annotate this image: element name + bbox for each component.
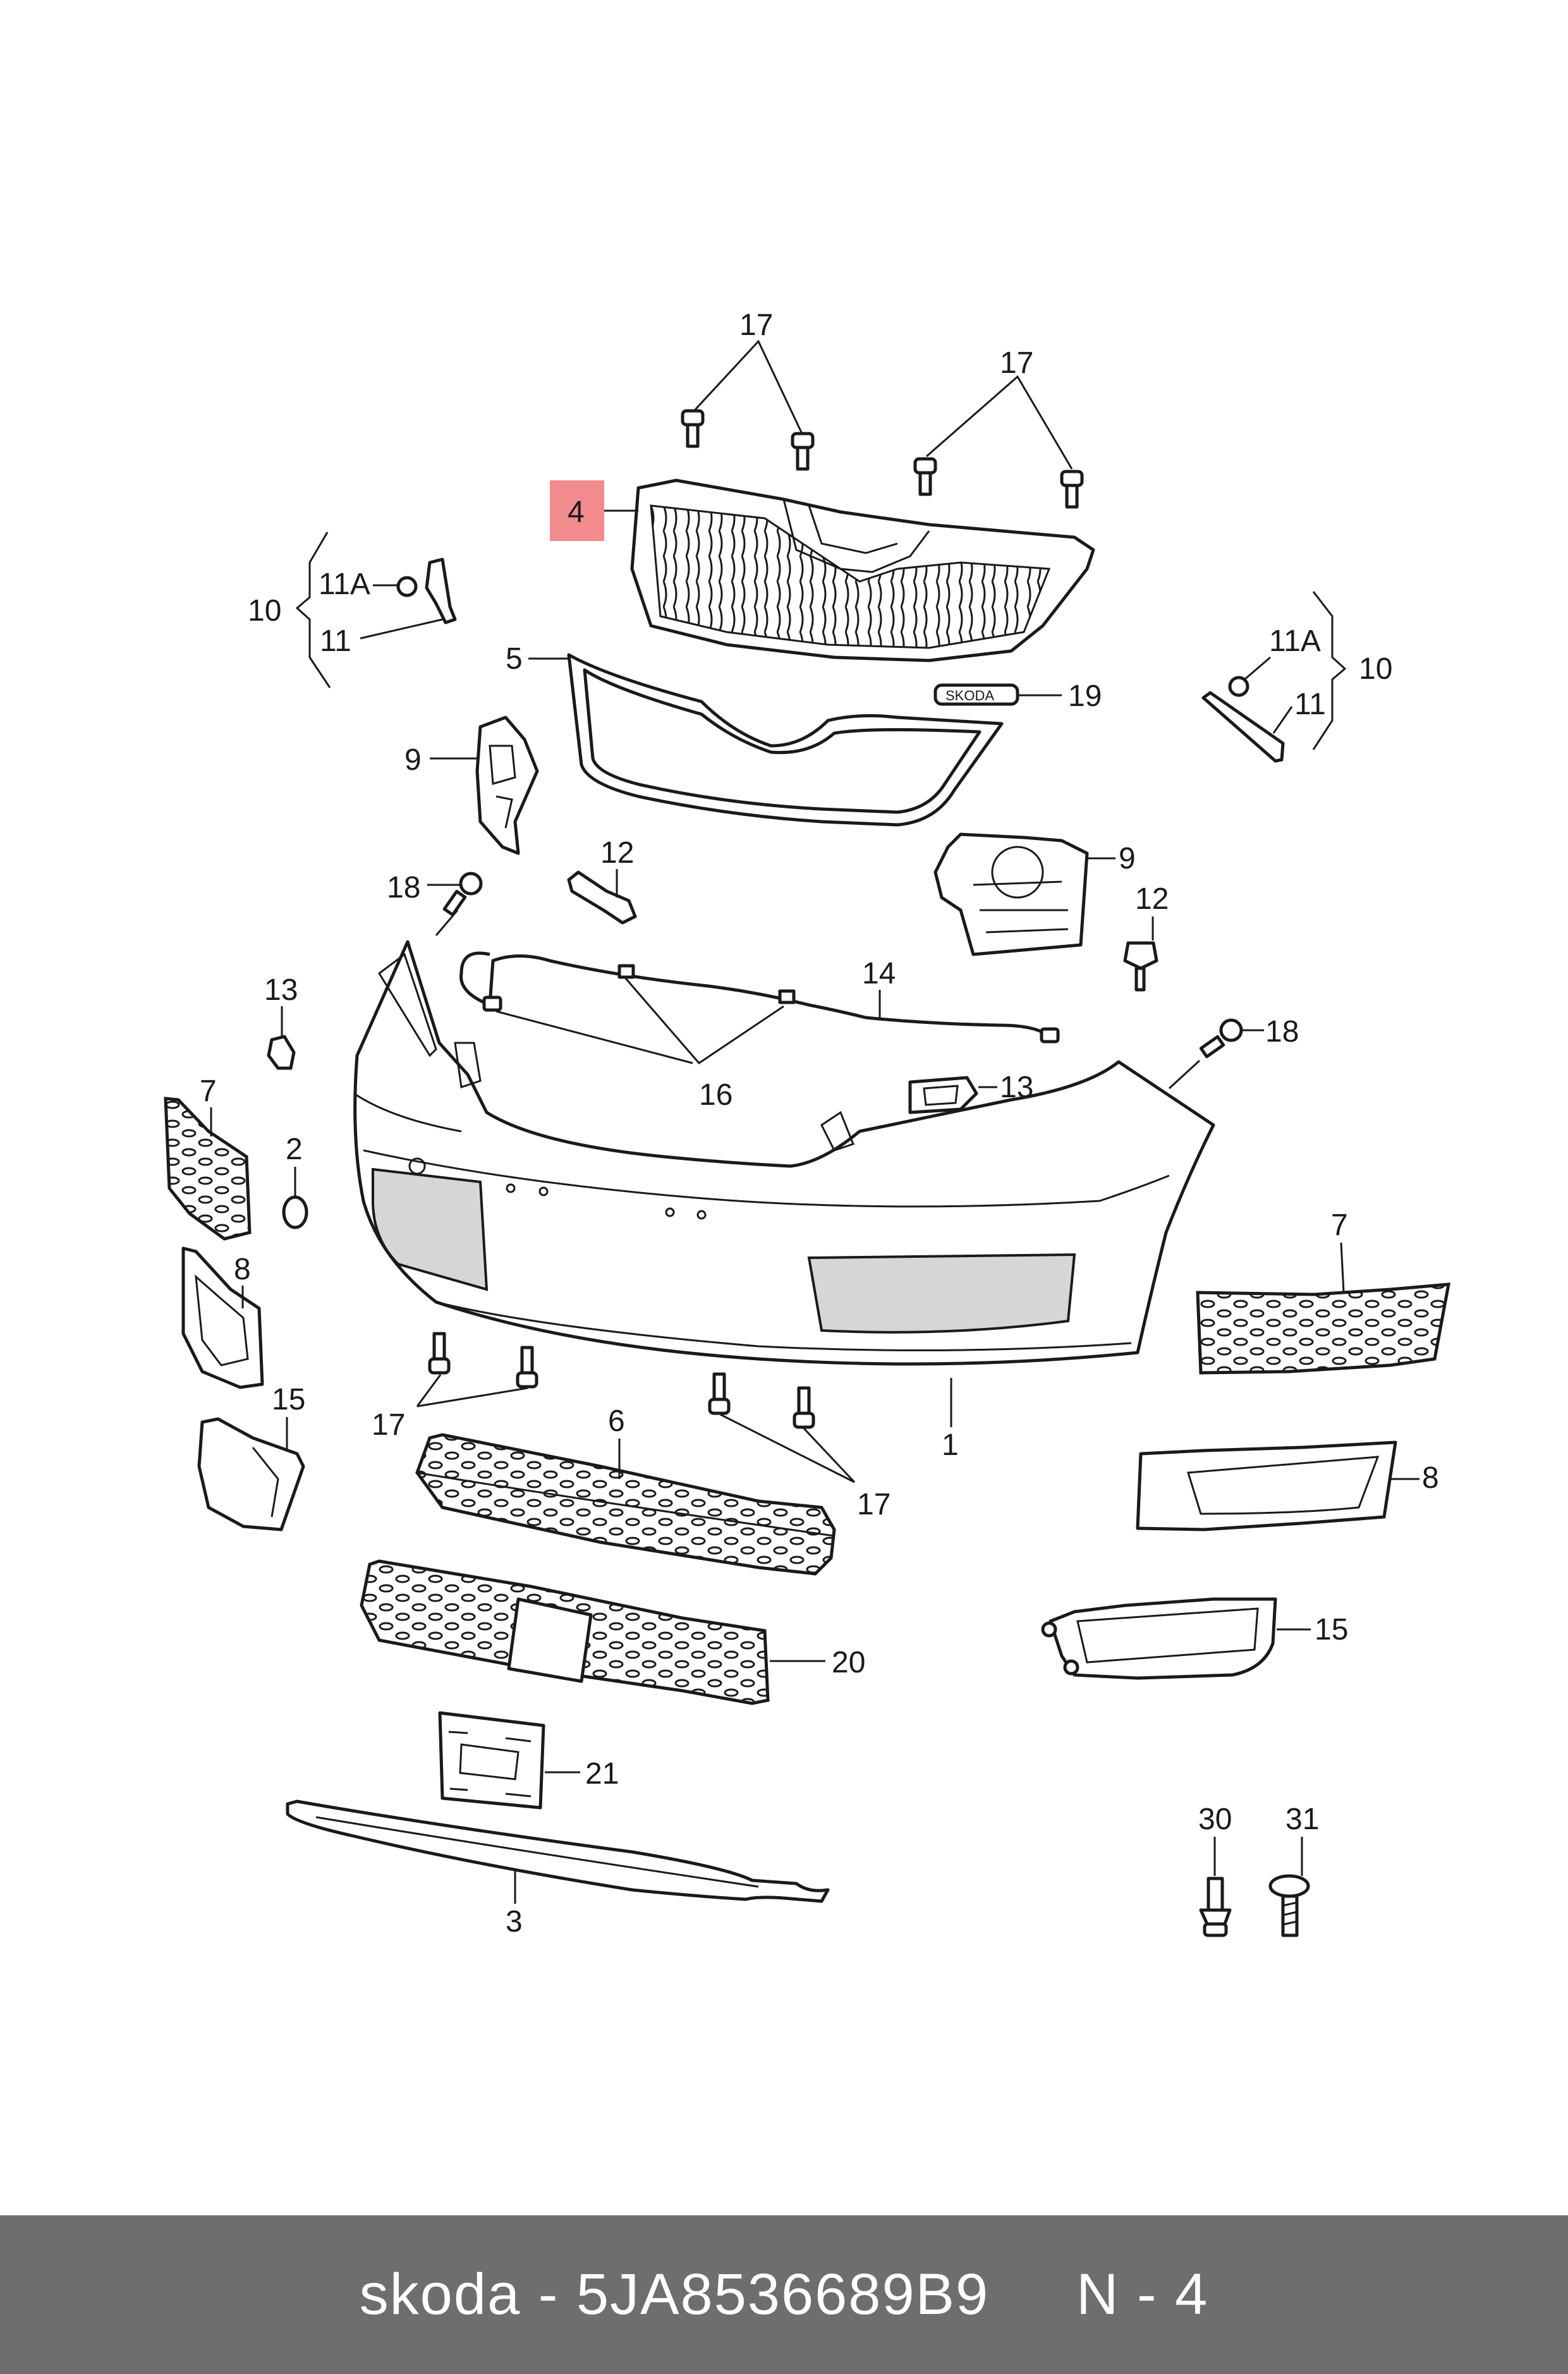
label-21: 21 (585, 1757, 619, 1791)
grille-frame-part-5 (567, 653, 1004, 827)
footer-part-number: skoda - 5JA8536689B9 N - 4 (359, 2262, 1209, 2327)
guide-strip-part-11-right (1201, 676, 1285, 763)
label-10-left: 10 (248, 594, 281, 628)
label-18-right: 18 (1265, 1015, 1299, 1049)
label-7-left: 7 (200, 1074, 217, 1108)
fog-trim-part-8-right (1136, 1440, 1397, 1531)
label-18-left: 18 (387, 871, 420, 904)
side-grille-part-7-right (1196, 1282, 1451, 1375)
label-11A-left: 11A (319, 568, 370, 601)
label-7-right: 7 (1331, 1208, 1348, 1242)
screw-part-18-left (442, 872, 483, 916)
bumper-cover-part-1 (353, 940, 1215, 1366)
label-4: 4 (568, 496, 585, 529)
bolt-17-a (681, 409, 705, 448)
label-3: 3 (506, 1905, 523, 1939)
label-17-top-left: 17 (739, 308, 773, 342)
clip-part-12-right (1123, 941, 1158, 992)
label-13-right: 13 (1000, 1071, 1033, 1104)
radiator-grille-part-4 (630, 478, 1095, 662)
footer-bar: skoda - 5JA8536689B9 N - 4 (0, 2215, 1568, 2374)
fog-trim-part-8-left (181, 1246, 264, 1389)
screw-part-30 (1199, 1877, 1232, 1937)
label-2: 2 (286, 1133, 303, 1166)
label-12-right: 12 (1135, 882, 1169, 916)
plug-part-2 (282, 1195, 308, 1229)
bolt-17-b (791, 432, 815, 471)
label-13-left: 13 (264, 973, 298, 1007)
label-14: 14 (862, 957, 896, 990)
bracket-part-9-left (475, 715, 539, 855)
leader-11-right (1272, 706, 1293, 734)
label-30: 30 (1198, 1803, 1232, 1836)
brace-10-left (295, 532, 331, 688)
bolt-17-lower-c (708, 1372, 731, 1415)
label-15-left: 15 (272, 1383, 305, 1416)
spoiler-strip-part-3 (286, 1799, 830, 1903)
leader-17-top-left (694, 339, 803, 433)
clip-part-12-left (567, 870, 637, 925)
badge-part-19: SKODA (933, 683, 1019, 706)
label-19: 19 (1068, 679, 1102, 713)
label-10-right: 10 (1359, 652, 1392, 686)
leader-17-lower-right (720, 1413, 856, 1483)
label-12-left: 12 (600, 836, 634, 870)
label-15-right: 15 (1315, 1613, 1348, 1647)
brace-10-right (1312, 591, 1347, 750)
label-17-lower-left: 17 (372, 1408, 405, 1442)
leader-18-right-to-bumper (1168, 1059, 1201, 1090)
guide-bracket-part-11-left (396, 557, 457, 624)
bracket-part-9-right (933, 832, 1089, 956)
label-11-right: 11 (1294, 688, 1326, 721)
leader-18-left-to-bumper (435, 910, 459, 936)
label-5: 5 (506, 642, 523, 676)
highlight-box (550, 480, 604, 541)
leader-7-right (1340, 1242, 1345, 1293)
label-6: 6 (608, 1404, 625, 1438)
cap-part-13-right (908, 1076, 978, 1114)
lower-grille-part-20 (360, 1559, 770, 1705)
label-8-left: 8 (234, 1253, 251, 1286)
bolt-17-lower-b (516, 1346, 538, 1389)
label-11A-right: 11A (1269, 624, 1321, 658)
label-1: 1 (942, 1428, 959, 1462)
parts-diagram: 17 17 4 5 SKODA 19 10 11A 11 11A 11 10 9 (164, 308, 1451, 1939)
label-31: 31 (1285, 1803, 1319, 1836)
label-11-left: 11 (320, 624, 351, 658)
side-grille-part-7-left (164, 1097, 252, 1241)
fog-light-part-15-left (197, 1417, 305, 1531)
bolt-17-d (1060, 470, 1084, 509)
bolt-17-c (913, 457, 937, 496)
leader-11A-right (1243, 656, 1271, 681)
center-grille-part-6 (415, 1433, 836, 1576)
label-20: 20 (832, 1646, 865, 1679)
leader-11-left (360, 618, 443, 640)
label-8-right: 8 (1422, 1461, 1439, 1495)
label-17-top-right: 17 (1000, 346, 1033, 380)
screw-part-18-right (1199, 1018, 1243, 1059)
label-17-lower-right: 17 (857, 1488, 890, 1521)
wiring-harness-part-14 (459, 951, 1060, 1044)
bolt-17-lower-d (793, 1386, 815, 1429)
leader-17-top-right (926, 375, 1073, 470)
label-16: 16 (699, 1078, 732, 1112)
screw-part-31 (1268, 1874, 1310, 1937)
label-9-right: 9 (1119, 842, 1136, 875)
label-9-left: 9 (404, 743, 422, 777)
fog-light-part-15-right (1041, 1597, 1277, 1680)
plate-bracket-part-21 (438, 1711, 545, 1810)
leader-16 (495, 978, 784, 1064)
cap-part-13-left (267, 1035, 296, 1070)
bolt-17-lower-a (428, 1332, 451, 1375)
badge-text: SKODA (945, 688, 994, 703)
leader-17-lower-left (416, 1374, 528, 1408)
